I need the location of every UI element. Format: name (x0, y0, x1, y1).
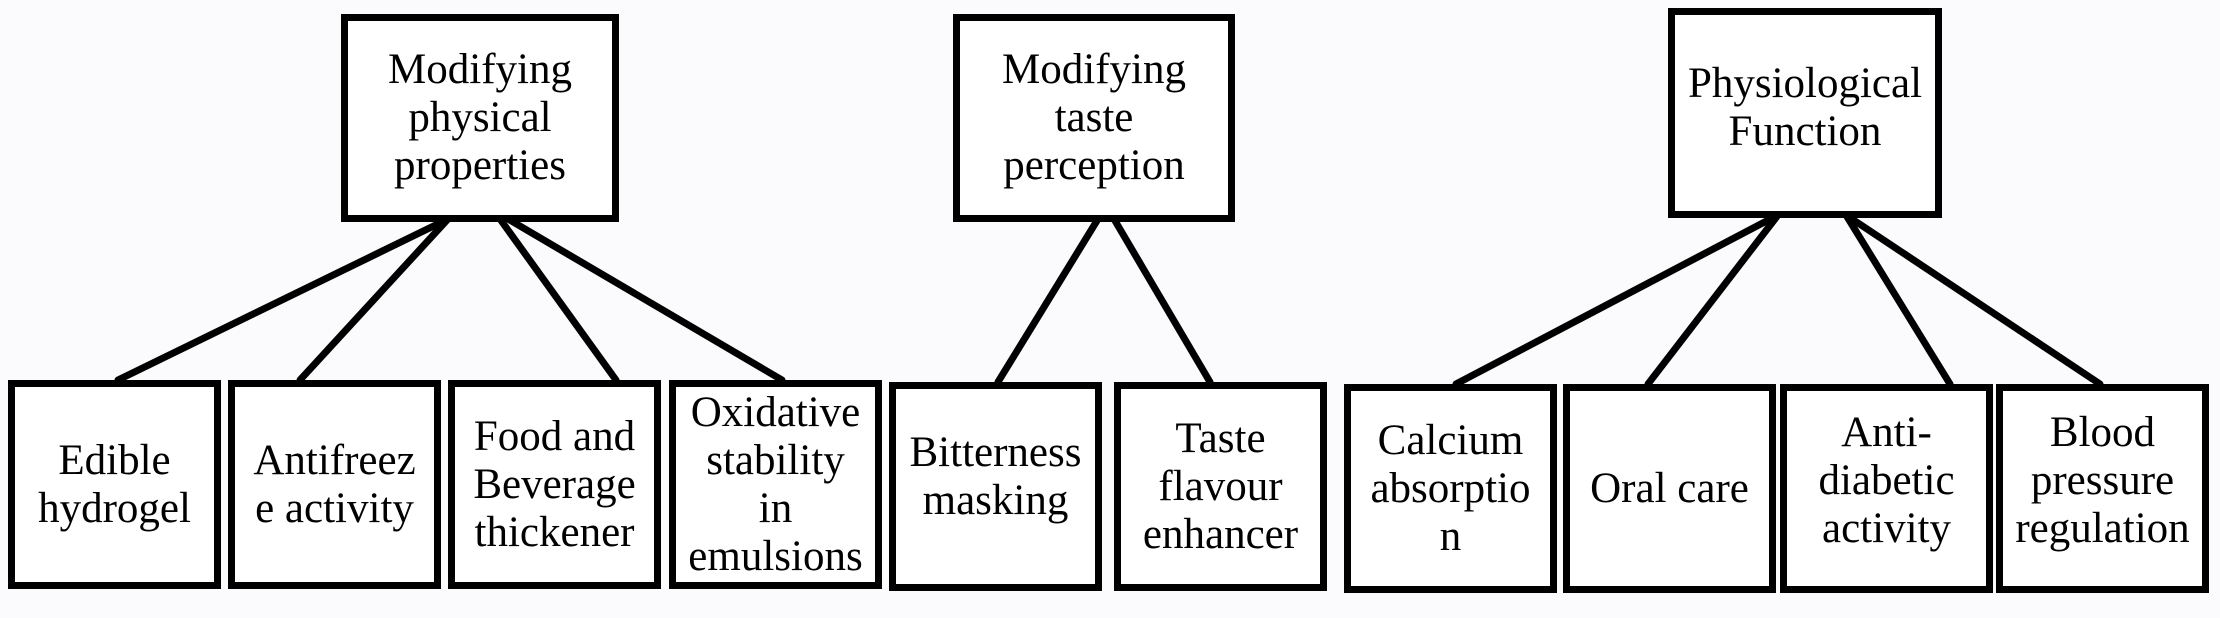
label-calcium-absorption: Calcium absorptio n (1370, 416, 1531, 560)
box-modifying-physical-properties: Modifying physical properties (341, 14, 619, 222)
label-antifreeze-activity: Antifreez e activity (253, 436, 416, 532)
connector-physical-antifreeze (296, 215, 452, 384)
connector-taste-bitterness (994, 215, 1102, 386)
box-oxidative-stability: Oxidative stability in emulsions (669, 380, 882, 589)
box-antifreeze-activity: Antifreez e activity (228, 380, 441, 589)
box-blood-pressure-regulation: Blood pressure regulation (1996, 384, 2209, 593)
box-modifying-taste-perception: Modifying taste perception (953, 14, 1235, 222)
box-anti-diabetic-activity: Anti- diabetic activity (1780, 384, 1993, 593)
label-oral-care: Oral care (1590, 464, 1749, 512)
box-food-beverage-thickener: Food and Beverage thickener (448, 380, 661, 589)
connector-physiological-antidiabetic (1842, 211, 1954, 388)
label-blood-pressure-regulation: Blood pressure regulation (2015, 408, 2190, 552)
label-anti-diabetic-activity: Anti- diabetic activity (1818, 408, 1955, 552)
label-edible-hydrogel: Edible hydrogel (38, 436, 191, 532)
label-modifying-taste-perception: Modifying taste perception (1002, 46, 1186, 189)
connector-physiological-oral-care (1644, 211, 1782, 388)
label-physiological-function: Physiological Function (1687, 60, 1923, 155)
box-edible-hydrogel: Edible hydrogel (8, 380, 221, 589)
box-physiological-function: Physiological Function (1668, 8, 1942, 218)
box-calcium-absorption: Calcium absorptio n (1344, 384, 1557, 593)
connector-physiological-calcium (1452, 211, 1782, 388)
connector-physical-thickener (496, 215, 620, 384)
box-taste-flavour-enhancer: Taste flavour enhancer (1114, 382, 1327, 591)
connector-taste-enhancer (1110, 215, 1214, 386)
connector-physiological-blood-pressure (1842, 211, 2104, 388)
connector-physical-edible-hydrogel (114, 215, 452, 384)
label-modifying-physical-properties: Modifying physical properties (388, 46, 572, 189)
box-oral-care: Oral care (1563, 384, 1776, 593)
label-oxidative-stability: Oxidative stability in emulsions (688, 388, 863, 580)
box-bitterness-masking: Bitterness masking (889, 382, 1102, 591)
label-bitterness-masking: Bitterness masking (909, 428, 1082, 524)
connector-physical-oxidative (504, 215, 786, 384)
label-food-beverage-thickener: Food and Beverage thickener (473, 412, 636, 556)
label-taste-flavour-enhancer: Taste flavour enhancer (1142, 414, 1299, 558)
